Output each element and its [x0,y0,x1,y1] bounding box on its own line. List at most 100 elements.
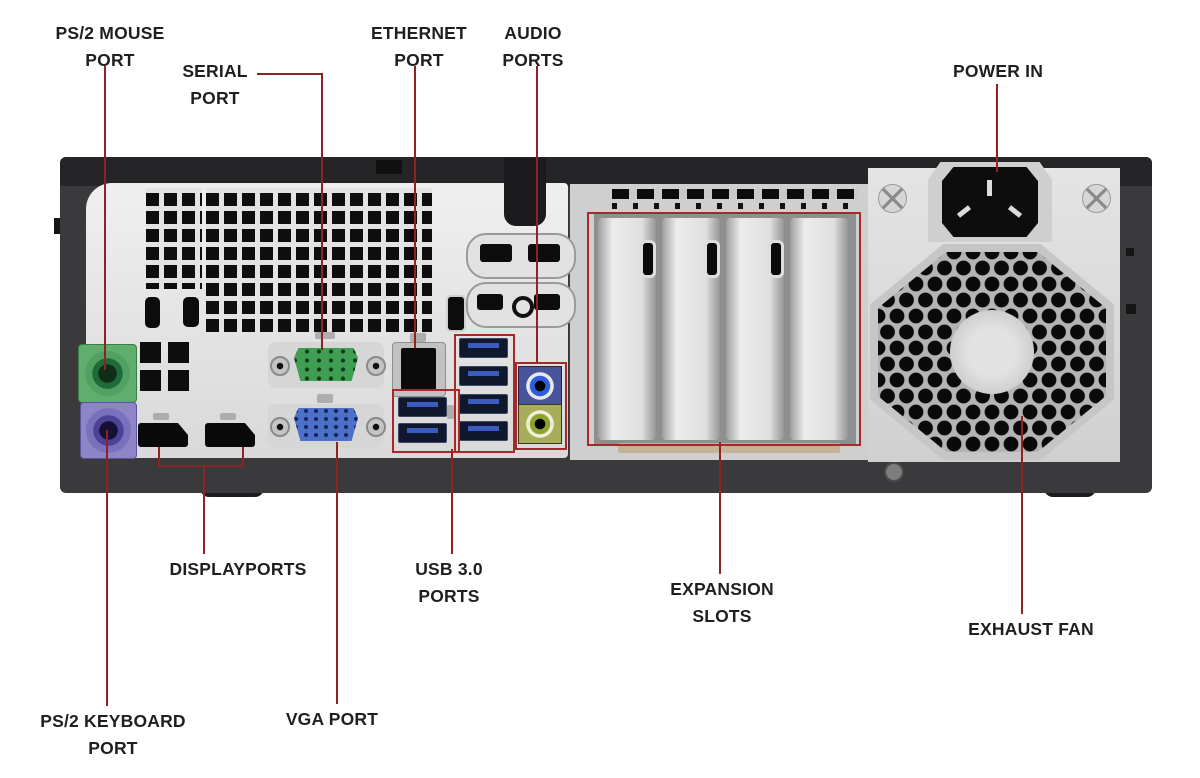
vent-square [168,370,189,391]
vent-square [140,370,161,391]
expansion-vent-dots [612,203,858,209]
vent-grid-left [146,188,202,289]
label-displayports: DISPLAYPORTS [138,556,338,583]
label-line: AUDIO [504,23,562,43]
knockout-screw-hole [512,296,534,318]
ethernet-icon [410,333,426,342]
annotation-box-audio [515,362,567,450]
serial-icon [315,332,335,339]
annotation-box-expansion [587,212,861,446]
ethernet-port [401,348,436,390]
serial-port [294,348,358,381]
chassis-tab [376,160,402,174]
label-line: PORTS [418,586,480,606]
label-serial-port: SERIAL PORT [150,58,280,112]
screw-dot [1126,248,1134,256]
label-line: POWER IN [952,61,1044,81]
label-line: PORT [394,50,444,70]
label-ethernet-port: ETHERNET PORT [340,20,498,74]
thumbscrew-left [878,184,907,213]
label-line: DISPLAYPORTS [169,559,307,579]
ps2-keyboard-port [80,402,137,459]
leader-serial-horizontal [257,73,323,75]
label-power-in: POWER IN [918,58,1078,85]
vga-screw-left [270,417,290,437]
label-line: PORT [190,88,240,108]
annotation-box-usb-right [454,334,515,453]
leader-ethernet [414,66,416,348]
line-in-ring [524,369,556,402]
label-ps2-keyboard-port: PS/2 KEYBOARD PORT [14,708,212,762]
label-line: SLOTS [692,606,752,626]
label-audio-ports: AUDIO PORTS [478,20,588,74]
leader-dp-leg-2 [242,447,244,467]
label-line: PS/2 KEYBOARD [40,711,186,731]
ps2-mouse-connector [85,351,130,396]
vent-slot [145,297,160,328]
vga-port [294,408,358,441]
slot-cover-hole [704,240,720,278]
knockout-slot [528,244,560,262]
label-line: PORT [85,50,135,70]
label-line: SERIAL [182,61,248,81]
leader-ps2-mouse [104,66,106,370]
vent-grid [206,188,432,335]
leader-dp-leg-1 [158,447,160,467]
displayport-2 [205,423,255,447]
fan-hub [950,310,1034,394]
displayport-1 [138,423,188,447]
leader-usb [451,449,453,554]
slot-cover-hole [768,240,784,278]
expansion-vent-dashes [612,189,858,199]
power-inlet [942,167,1038,237]
screw-dot [1126,304,1136,314]
ps2-mouse-port [78,344,137,403]
label-line: EXHAUST FAN [968,619,1094,639]
usb3-port [459,366,508,386]
label-line: ETHERNET [371,23,467,43]
security-slot [446,295,466,332]
leader-serial-vertical [321,73,323,350]
displayport-icon [153,413,169,420]
label-line: USB 3.0 [415,559,483,579]
label-ps2-mouse-port: PS/2 MOUSE PORT [20,20,200,74]
label-usb3-ports: USB 3.0 PORTS [389,556,509,610]
leader-vga [336,442,338,704]
displayport-icon [220,413,236,420]
chassis-side-nub [54,218,64,234]
label-line: PORT [88,738,138,758]
label-line: PORTS [502,50,564,70]
label-exhaust-fan: EXHAUST FAN [940,616,1122,643]
usb3-port [398,397,447,417]
label-line: VGA PORT [285,709,379,729]
vga-icon [317,394,333,403]
label-line: EXPANSION [670,579,774,599]
usb3-port [459,338,508,358]
chassis-latch [504,158,546,226]
label-expansion-slots: EXPANSION SLOTS [648,576,796,630]
label-line: PS/2 MOUSE [55,23,165,43]
leader-ps2-keyboard [106,430,108,706]
line-out-ring [524,408,556,440]
leader-exhaust-fan [1021,416,1023,614]
usb3-port [398,423,447,443]
leader-dp-stem [203,465,205,554]
label-vga-port: VGA PORT [258,706,406,733]
serial-screw-left [270,356,290,376]
card-guide-bar [618,443,840,453]
vent-square [168,342,189,363]
vent-slot [183,297,199,327]
audio-line-out-jack [518,404,562,444]
leader-dp-horizontal [158,465,244,467]
vent-square [140,342,161,363]
psu-screw [884,462,904,482]
usb-icon [447,405,454,419]
power-pin-ground [987,180,992,196]
knockout-slot [534,294,560,310]
thumbscrew-right [1082,184,1111,213]
exhaust-fan-grille [878,252,1106,452]
leader-power [996,84,998,172]
leader-audio [536,66,538,363]
serial-screw-right [366,356,386,376]
expansion-slot-cover-4 [790,218,848,440]
